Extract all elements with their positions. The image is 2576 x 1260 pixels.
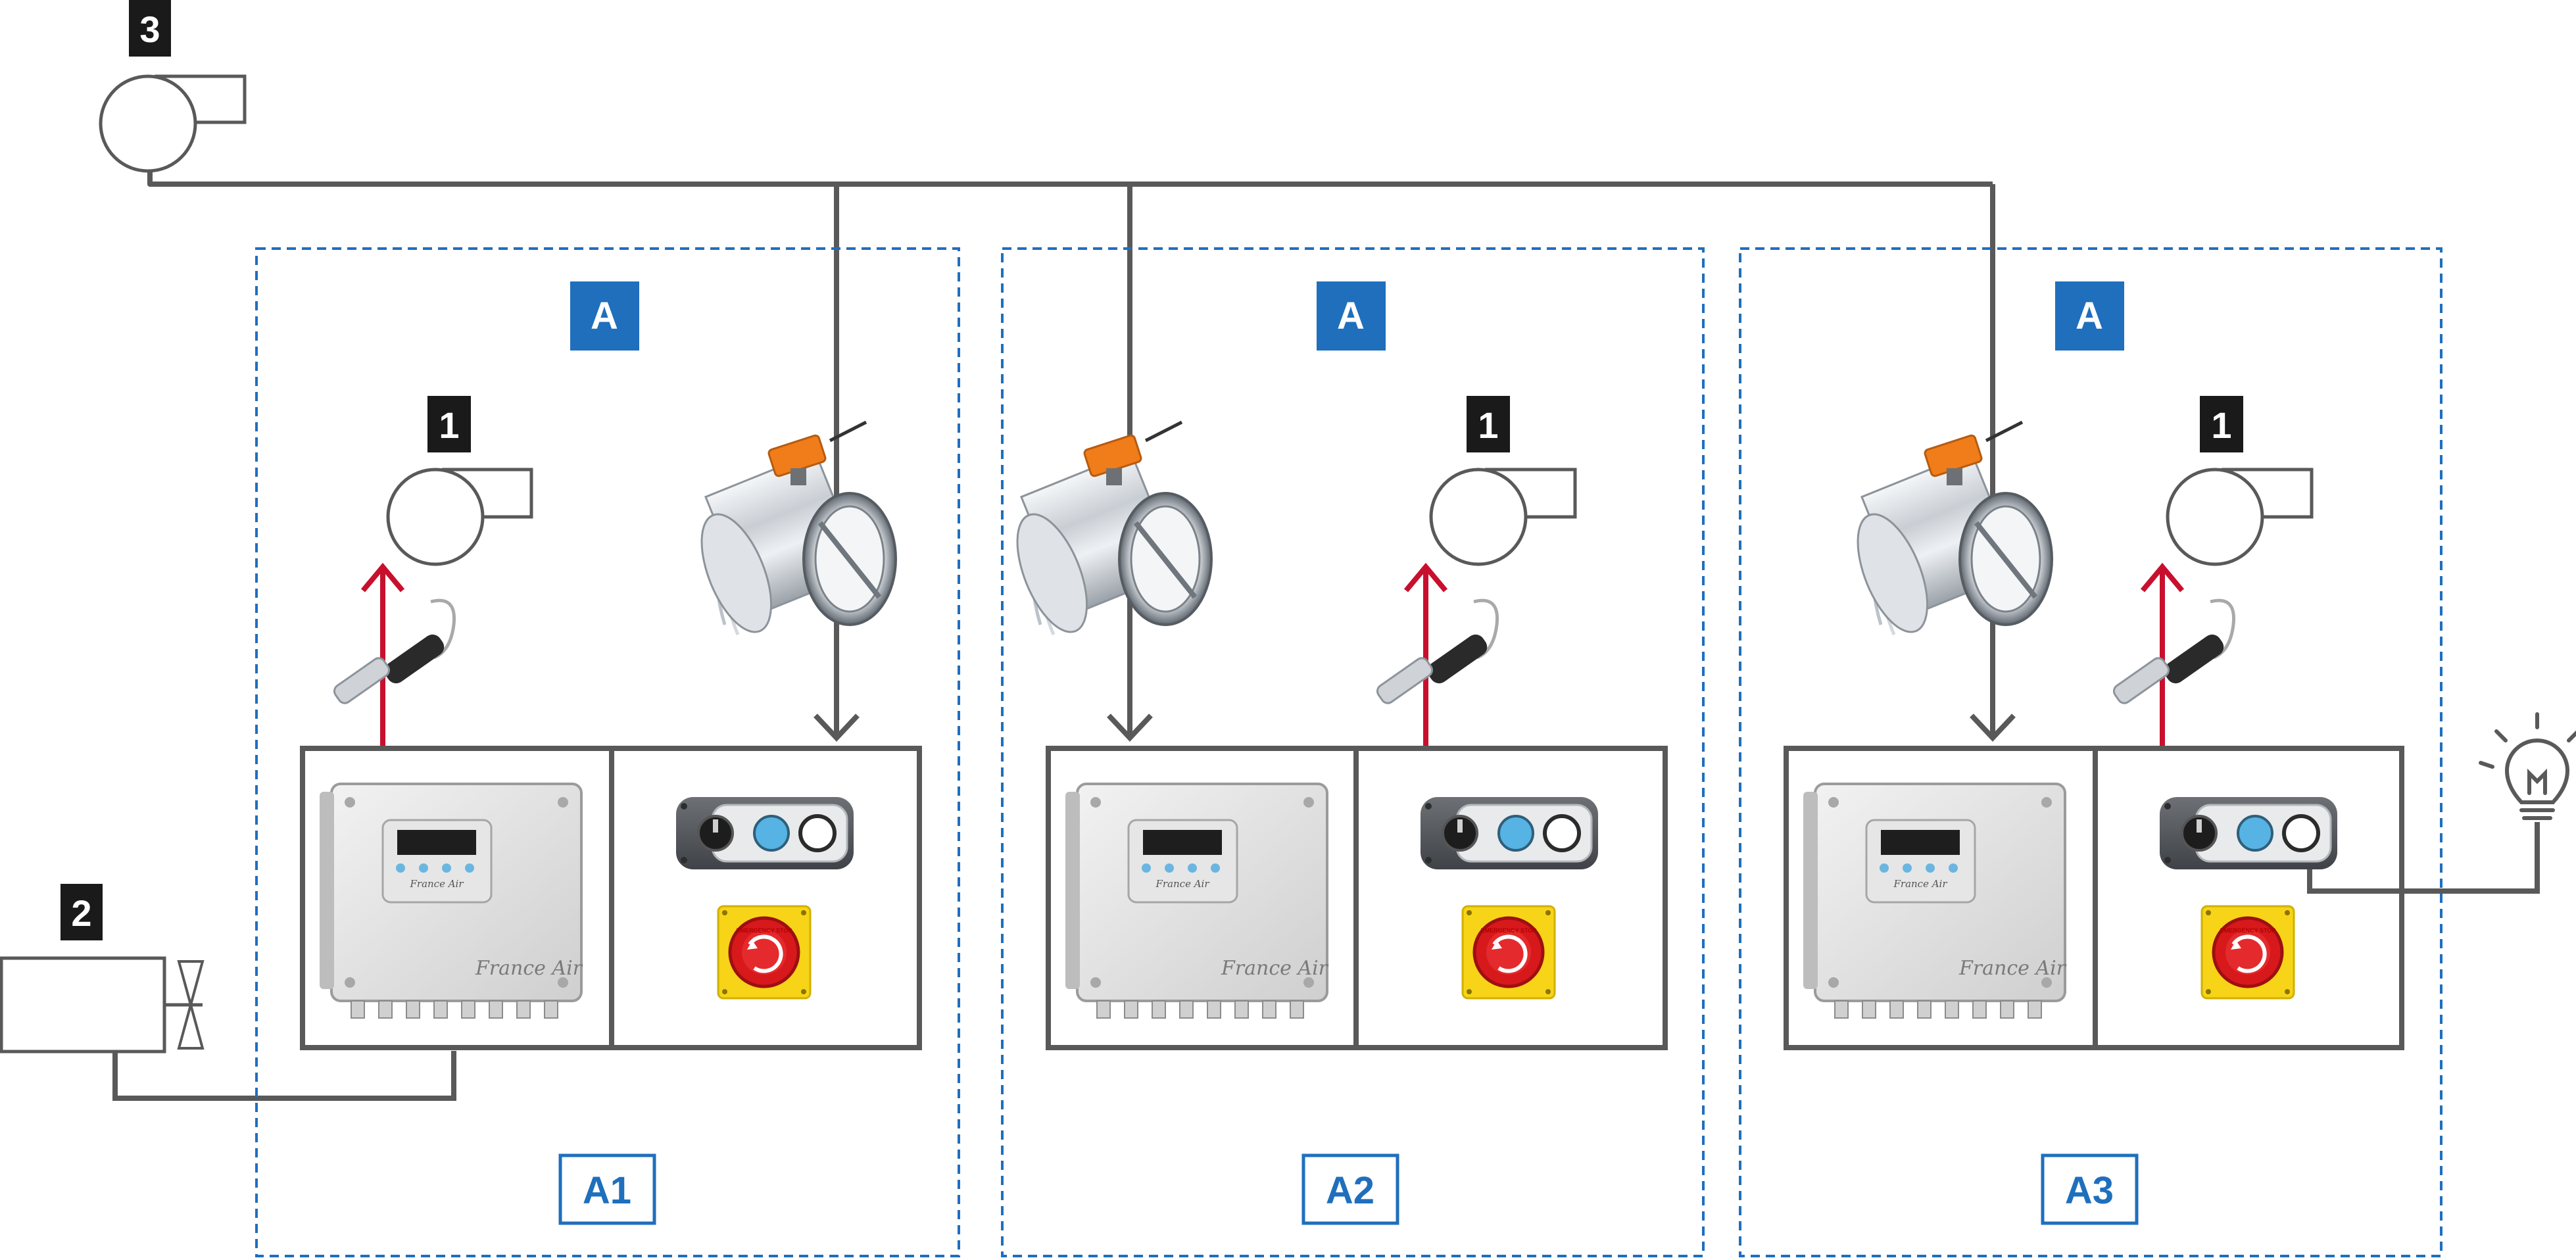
- push-button-panel-icon[interactable]: [1421, 797, 1598, 869]
- centrifugal-fan-icon: [388, 470, 531, 564]
- air-quality-sensor-icon: [332, 600, 454, 706]
- central-fan[interactable]: 3: [101, 0, 245, 171]
- signal-arrow: [1406, 567, 1446, 746]
- svg-text:EMERGENCY STOP: EMERGENCY STOP: [1481, 927, 1537, 934]
- push-button-panel-icon[interactable]: [2160, 797, 2337, 869]
- central-fan-label: 3: [129, 0, 171, 57]
- push-button-panel-icon[interactable]: [676, 797, 854, 869]
- control-box-icon[interactable]: France Air France Air: [320, 784, 583, 1018]
- signal-arrow: [363, 567, 402, 746]
- svg-text:A: A: [1337, 295, 1365, 337]
- emergency-stop-icon[interactable]: EMERGENCY STOP: [718, 906, 810, 998]
- svg-text:France Air: France Air: [1958, 957, 2067, 980]
- zone-id-badge: A3: [2043, 1155, 2137, 1223]
- zone-A3: A 1 France Air F: [1740, 249, 2441, 1256]
- fan-label: 1: [2200, 396, 2243, 452]
- svg-text:1: 1: [2211, 404, 2231, 446]
- svg-text:France Air: France Air: [1221, 957, 1329, 980]
- svg-text:A1: A1: [583, 1169, 631, 1212]
- zone-fan[interactable]: 1: [2168, 396, 2312, 564]
- fan-label: 1: [1467, 396, 1510, 452]
- zone-id-badge: A1: [560, 1155, 654, 1223]
- svg-text:EMERGENCY STOP: EMERGENCY STOP: [2220, 927, 2276, 934]
- zone-tag: A: [2055, 281, 2124, 351]
- heating-unit-with-valve-icon: [1, 958, 203, 1052]
- motorized-damper-icon[interactable]: [687, 422, 896, 641]
- svg-text:3: 3: [139, 9, 160, 50]
- zone-tag: A: [1317, 281, 1386, 351]
- svg-text:EMERGENCY STOP: EMERGENCY STOP: [737, 927, 792, 934]
- svg-text:France Air: France Air: [409, 878, 464, 890]
- svg-text:A: A: [591, 295, 618, 337]
- duct-arrowheads: [815, 715, 2014, 738]
- zone-A2: A 1 France Air F: [1002, 249, 1703, 1256]
- emergency-stop-icon[interactable]: EMERGENCY STOP: [1463, 906, 1555, 998]
- svg-text:A: A: [2076, 295, 2103, 337]
- svg-text:2: 2: [71, 892, 91, 934]
- motorized-damper-icon[interactable]: [1003, 422, 1211, 641]
- zone-tag: A: [570, 281, 639, 351]
- air-quality-sensor-icon: [1375, 600, 1497, 706]
- centrifugal-fan-icon: [101, 76, 245, 171]
- fan-label: 1: [427, 396, 471, 452]
- centrifugal-fan-icon: [1431, 470, 1575, 564]
- heat-unit-label: 2: [61, 884, 103, 940]
- signal-arrow: [2143, 567, 2182, 746]
- control-box-icon[interactable]: France Air France Air: [1065, 784, 1329, 1018]
- centrifugal-fan-icon: [2168, 470, 2312, 564]
- heat-unit-cable: [115, 1051, 454, 1098]
- svg-text:A2: A2: [1326, 1169, 1374, 1212]
- svg-text:France Air: France Air: [1155, 878, 1209, 890]
- air-quality-sensor-icon: [2112, 600, 2234, 706]
- control-box-icon[interactable]: France Air France Air: [1803, 784, 2067, 1018]
- light-bulb-icon: [2481, 714, 2576, 818]
- zone-fan[interactable]: 1: [388, 396, 531, 564]
- zone-fan[interactable]: 1: [1431, 396, 1575, 564]
- svg-text:France Air: France Air: [475, 957, 583, 980]
- svg-text:A3: A3: [2065, 1169, 2114, 1212]
- zone-id-badge: A2: [1303, 1155, 1397, 1223]
- svg-text:1: 1: [1478, 404, 1498, 446]
- emergency-stop-icon[interactable]: EMERGENCY STOP: [2202, 906, 2294, 998]
- svg-text:1: 1: [439, 404, 459, 446]
- zone-A1: A 1 France Air F: [256, 249, 959, 1256]
- svg-text:France Air: France Air: [1893, 878, 1947, 890]
- motorized-damper-icon[interactable]: [1843, 422, 2052, 641]
